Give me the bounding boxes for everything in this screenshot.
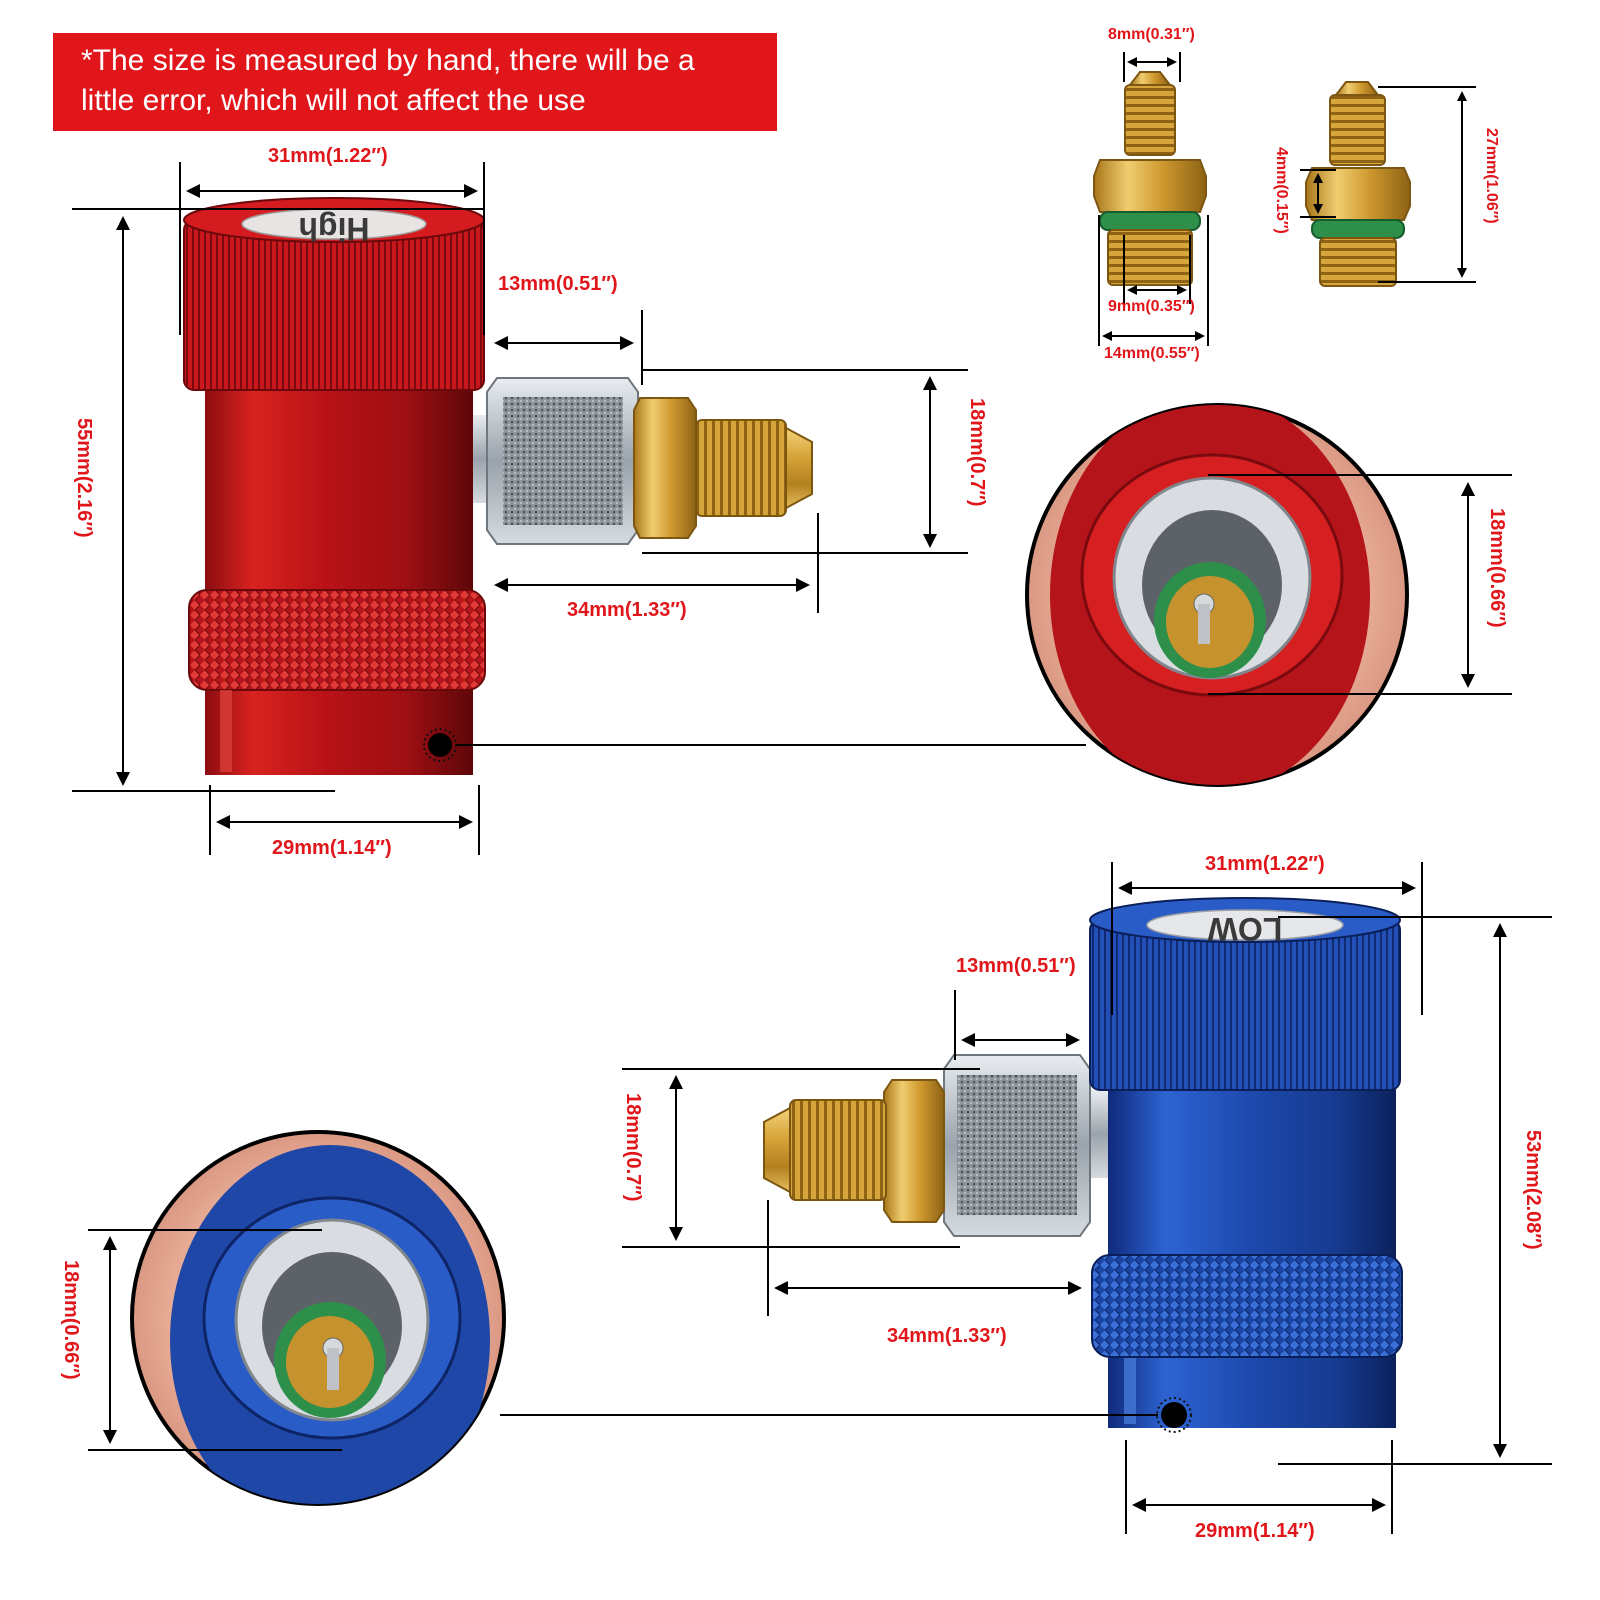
low-cap-text: LOW: [1207, 911, 1282, 947]
adapter-total-length-label: 27mm(1.06″): [1483, 128, 1500, 224]
high-body-highlight: [220, 690, 232, 772]
adapter-hex-width-label: 14mm(0.55″): [1104, 345, 1200, 362]
low-marker-dot: [1161, 1402, 1187, 1428]
disclaimer-banner: *The size is measured by hand, there wil…: [53, 33, 777, 131]
low-body-highlight: [1124, 1358, 1136, 1424]
high-brass-hex: [633, 397, 697, 539]
high-knurled-ring: [188, 589, 486, 691]
high-closeup-pin-stem: [1198, 604, 1210, 644]
low-brass-hex: [883, 1079, 945, 1223]
high-cap-text: High: [298, 211, 369, 247]
dimension-lines: [72, 52, 1552, 1534]
low-flare-thread: [789, 1099, 887, 1201]
high-flare-thread: [695, 419, 787, 517]
low-fitting-offset-label: 13mm(0.51″): [956, 955, 1076, 977]
high-nut-texture: [503, 397, 623, 525]
low-closeup-pin-stem: [327, 1348, 339, 1390]
adapter-hex-thickness-label: 4mm(0.15″): [1273, 147, 1290, 234]
low-knurled-ring: [1091, 1254, 1403, 1358]
disclaimer-line-2: little error, which will not affect the …: [81, 84, 586, 117]
low-top-width-label: 31mm(1.22″): [1205, 853, 1325, 875]
low-total-height-label: 53mm(2.08″): [1522, 1130, 1544, 1250]
high-flare-tip: [785, 426, 813, 510]
low-nut-texture: [957, 1075, 1077, 1215]
low-fitting-height-label: 18mm(0.7″): [622, 1093, 644, 1202]
high-coupler: [183, 197, 1086, 775]
adapter-thread-width-label: 9mm(0.35″): [1108, 298, 1195, 315]
low-coupler: [500, 897, 1403, 1433]
high-fitting-height-label: 18mm(0.7″): [966, 398, 988, 507]
low-bottom-width-label: 29mm(1.14″): [1195, 1520, 1315, 1542]
high-port-closeup: [1025, 403, 1409, 787]
high-fitting-length-label: 34mm(1.33″): [567, 599, 687, 621]
high-port-diameter-label: 18mm(0.66″): [1486, 508, 1508, 628]
disclaimer-line-1: *The size is measured by hand, there wil…: [81, 44, 695, 77]
adapter-tip-width-label: 8mm(0.31″): [1108, 26, 1195, 43]
low-port-closeup: [130, 1130, 506, 1506]
low-port-diameter-label: 18mm(0.66″): [60, 1260, 82, 1380]
high-top-width-label: 31mm(1.22″): [268, 145, 388, 167]
high-marker-dot: [428, 733, 452, 757]
low-flare-tip: [763, 1106, 791, 1194]
low-marker-ring: [1156, 1397, 1192, 1433]
low-fitting-length-label: 34mm(1.33″): [887, 1325, 1007, 1347]
adapter-2: [1305, 81, 1411, 287]
dimension-arrows: [103, 57, 1507, 1512]
high-fitting-offset-label: 13mm(0.51″): [498, 273, 618, 295]
adapter-1: [1093, 71, 1207, 286]
high-bottom-width-label: 29mm(1.14″): [272, 837, 392, 859]
high-total-height-label: 55mm(2.16″): [73, 418, 95, 538]
high-body: [205, 330, 473, 775]
